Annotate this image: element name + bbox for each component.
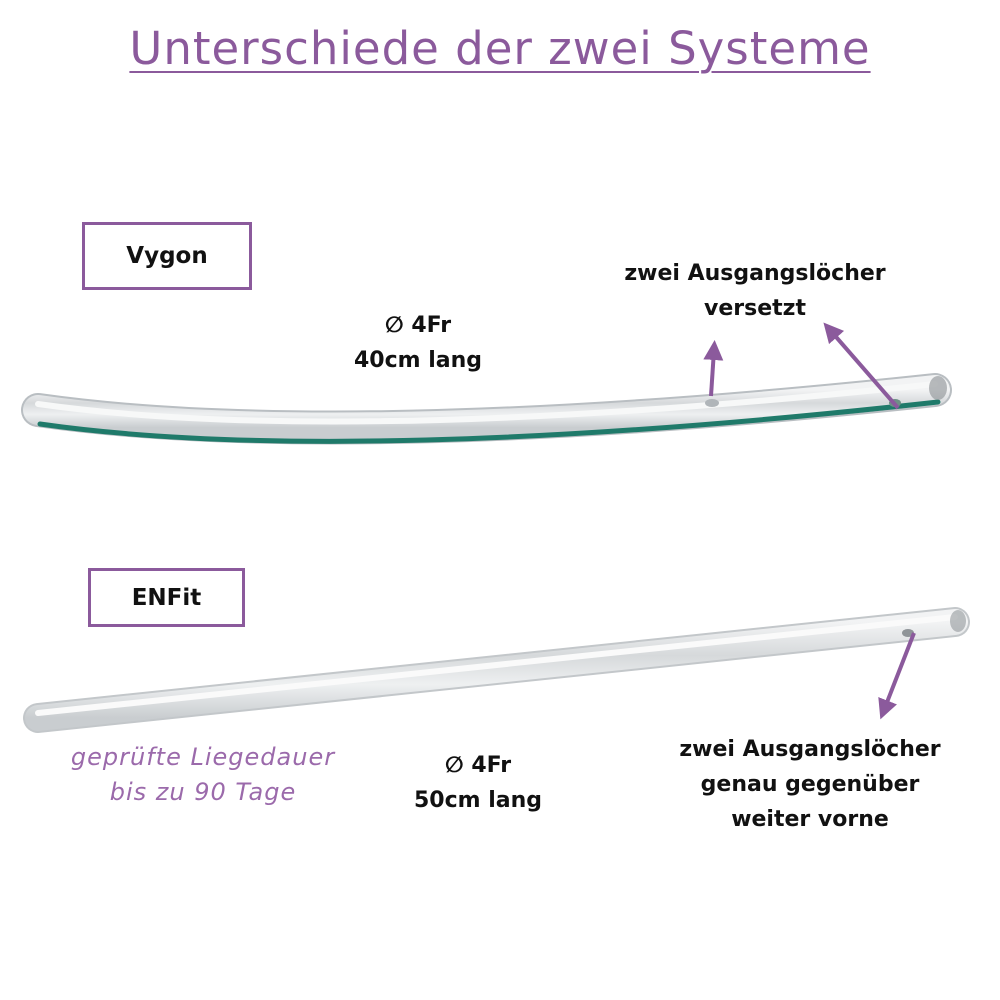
enfit-tube bbox=[23, 607, 970, 733]
vygon-holes-line1: zwei Ausgangslöcher bbox=[624, 261, 886, 286]
vygon-dimensions: ∅ 4Fr 40cm lang bbox=[318, 308, 518, 378]
enfit-arrow-hole bbox=[878, 632, 916, 720]
enfit-hole bbox=[902, 629, 914, 637]
enfit-holes-line1: zwei Ausgangslöcher bbox=[679, 737, 941, 762]
vygon-diameter: ∅ 4Fr bbox=[384, 313, 452, 338]
enfit-note-line1: geprüfte Liegedauer bbox=[70, 743, 336, 771]
vygon-holes-annotation: zwei Ausgangslöcher versetzt bbox=[590, 256, 920, 326]
enfit-duration-note: geprüfte Liegedauer bis zu 90 Tage bbox=[40, 740, 366, 810]
enfit-note-line2: bis zu 90 Tage bbox=[109, 778, 297, 806]
vygon-tip bbox=[929, 376, 947, 400]
enfit-dimensions: ∅ 4Fr 50cm lang bbox=[378, 748, 578, 818]
vygon-arrow-hole-2 bbox=[823, 322, 900, 410]
vygon-label: Vygon bbox=[126, 243, 208, 269]
enfit-label: ENFit bbox=[131, 584, 202, 611]
page-title: Unterschiede der zwei Systeme bbox=[129, 22, 871, 75]
enfit-holes-annotation: zwei Ausgangslöcher genau gegenüber weit… bbox=[645, 732, 975, 837]
vygon-arrow-hole-1 bbox=[703, 340, 724, 397]
enfit-label-box: ENFit bbox=[88, 568, 245, 627]
vygon-label-box: Vygon bbox=[82, 222, 252, 290]
enfit-holes-line2: genau gegenüber bbox=[700, 772, 920, 797]
vygon-length: 40cm lang bbox=[353, 348, 483, 373]
vygon-stripe bbox=[37, 399, 941, 444]
vygon-hole-1 bbox=[705, 399, 719, 407]
vygon-tube bbox=[21, 373, 952, 445]
enfit-diameter: ∅ 4Fr bbox=[444, 753, 512, 778]
enfit-holes-line3: weiter vorne bbox=[731, 807, 889, 832]
vygon-holes-line2: versetzt bbox=[704, 296, 806, 321]
enfit-length: 50cm lang bbox=[413, 788, 543, 813]
enfit-tip bbox=[950, 610, 966, 632]
